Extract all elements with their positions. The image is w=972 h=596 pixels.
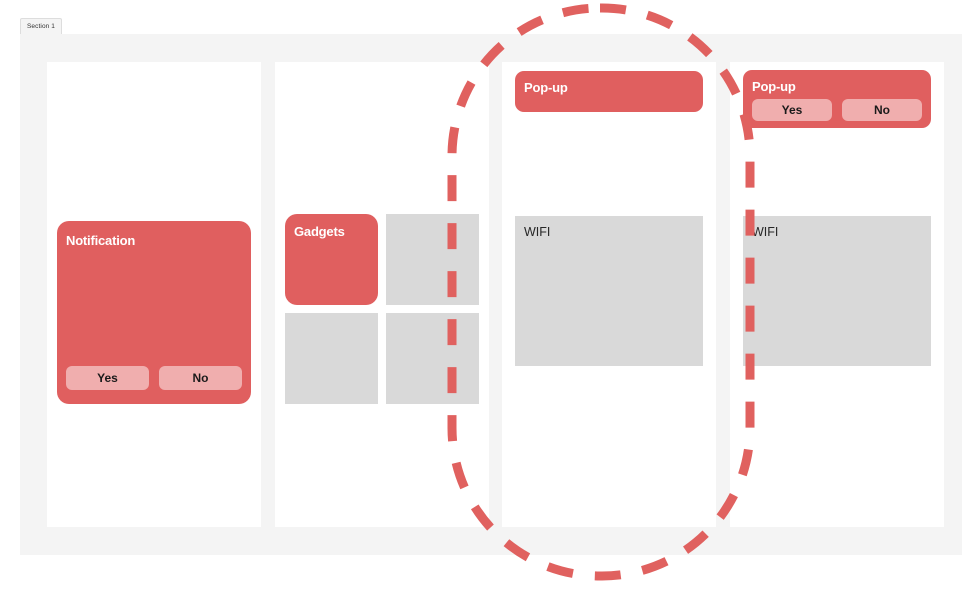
wifi-label-2: WIFI (752, 225, 779, 239)
notification-card[interactable]: Notification Yes No (57, 221, 251, 404)
wifi-block-2[interactable]: WIFI (743, 216, 931, 366)
popup-title: Pop-up (524, 80, 568, 95)
tab-section-1[interactable]: Section 1 (20, 18, 63, 34)
wifi-label: WIFI (524, 225, 551, 239)
gadget-cell-placeholder-3[interactable] (386, 313, 479, 404)
popup-button-row: Yes No (752, 99, 922, 121)
panel-popup[interactable]: Pop-up WIFI (502, 62, 716, 527)
canvas-area: Notification Yes No Gadgets Pop-up WIFI (20, 34, 962, 555)
popup-banner[interactable]: Pop-up (515, 71, 703, 112)
popup-actions-title: Pop-up (752, 79, 796, 94)
panel-popup-actions[interactable]: Pop-up Yes No WIFI (730, 62, 944, 527)
notification-yes-button[interactable]: Yes (66, 366, 149, 390)
panel-gadgets[interactable]: Gadgets (275, 62, 489, 527)
panel-notification[interactable]: Notification Yes No (47, 62, 261, 527)
gadget-grid: Gadgets (285, 214, 479, 404)
notification-no-button[interactable]: No (159, 366, 242, 390)
gadget-cell-placeholder-2[interactable] (285, 313, 378, 404)
gadgets-title: Gadgets (294, 224, 345, 239)
tab-strip: Section 1 (20, 18, 63, 34)
gadget-cell-primary[interactable]: Gadgets (285, 214, 378, 305)
notification-title: Notification (66, 233, 136, 248)
popup-banner-actions[interactable]: Pop-up Yes No (743, 70, 931, 128)
notification-button-row: Yes No (66, 366, 242, 390)
wifi-block[interactable]: WIFI (515, 216, 703, 366)
popup-no-button[interactable]: No (842, 99, 922, 121)
popup-yes-button[interactable]: Yes (752, 99, 832, 121)
gadget-cell-placeholder-1[interactable] (386, 214, 479, 305)
